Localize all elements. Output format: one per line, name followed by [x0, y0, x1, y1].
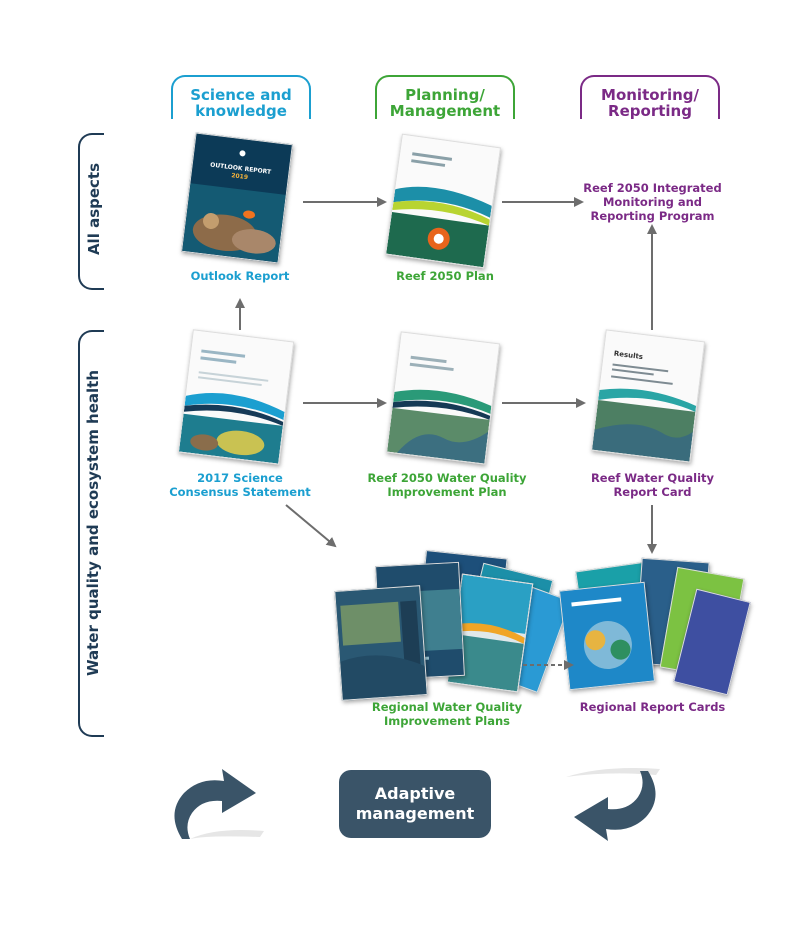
- cycle-arrow-right-icon: [566, 768, 660, 841]
- label-wq-report-card: Reef Water Quality Report Card: [590, 471, 715, 499]
- wq-improvement-plan-cover-art: [387, 332, 499, 464]
- report-card-cover-5-art: [560, 582, 654, 690]
- column-header-science: Science and knowledge: [171, 75, 311, 119]
- cycle-arrow-left-icon: [174, 769, 264, 839]
- adaptive-management-label: Adaptive management: [339, 770, 491, 838]
- label-science-consensus: 2017 Science Consensus Statement: [169, 471, 311, 499]
- reef-2050-plan-cover-art: [386, 134, 500, 268]
- regional-plan-cover-4-art: [447, 574, 533, 692]
- reef-2050-plan-cover: [384, 133, 502, 269]
- label-regional-wq-plans: Regional Water Quality Improvement Plans: [371, 700, 523, 728]
- wq-report-card-cover: Results: [590, 329, 706, 463]
- row-bracket-all-aspects: [78, 133, 104, 290]
- outlook-report-cover-art: [182, 133, 292, 263]
- regional-plan-cover-6: [334, 585, 428, 701]
- label-integrated-monitoring: Reef 2050 Integrated Monitoring and Repo…: [583, 181, 722, 223]
- row-bracket-water-quality: [78, 330, 104, 737]
- label-reef-2050-plan: Reef 2050 Plan: [396, 269, 494, 283]
- science-consensus-cover-art: [178, 330, 294, 464]
- science-consensus-cover: [177, 329, 295, 465]
- column-header-monitoring: Monitoring/ Reporting: [580, 75, 720, 119]
- arrow-consensus-to-regional-plans: [285, 504, 337, 548]
- regional-wq-plans-covers: [330, 548, 572, 701]
- regional-plan-cover-6-art: [335, 586, 427, 700]
- column-header-planning: Planning/ Management: [375, 75, 515, 119]
- regional-report-cards-covers: [559, 556, 751, 696]
- report-card-cover-5: [559, 581, 655, 691]
- label-outlook-report: Outlook Report: [190, 269, 290, 283]
- wq-report-card-cover-art: [592, 330, 704, 462]
- label-wq-improvement-plan: Reef 2050 Water Quality Improvement Plan: [367, 471, 527, 499]
- label-regional-report-cards: Regional Report Cards: [579, 700, 726, 714]
- wq-improvement-plan-cover: [385, 331, 501, 465]
- outlook-report-cover: OUTLOOK REPORT 2019: [181, 132, 293, 264]
- regional-plan-cover-4: [446, 573, 534, 693]
